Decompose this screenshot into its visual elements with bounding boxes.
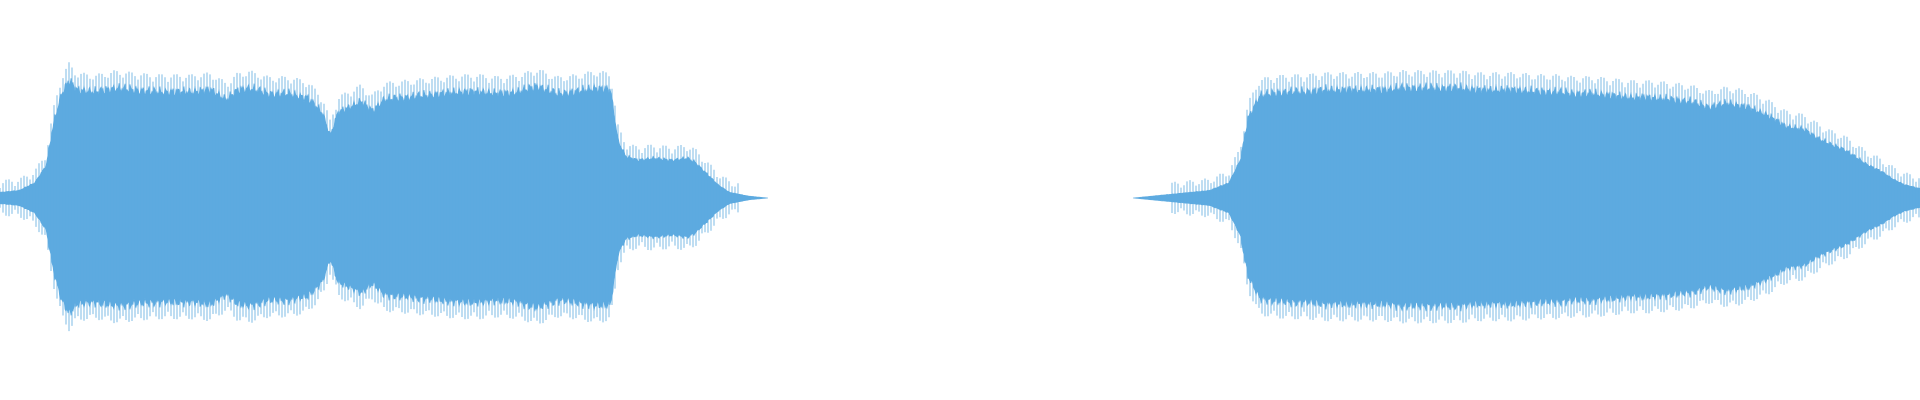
waveform-clips [0, 62, 1920, 332]
waveform-clip-2 [1132, 82, 1920, 312]
